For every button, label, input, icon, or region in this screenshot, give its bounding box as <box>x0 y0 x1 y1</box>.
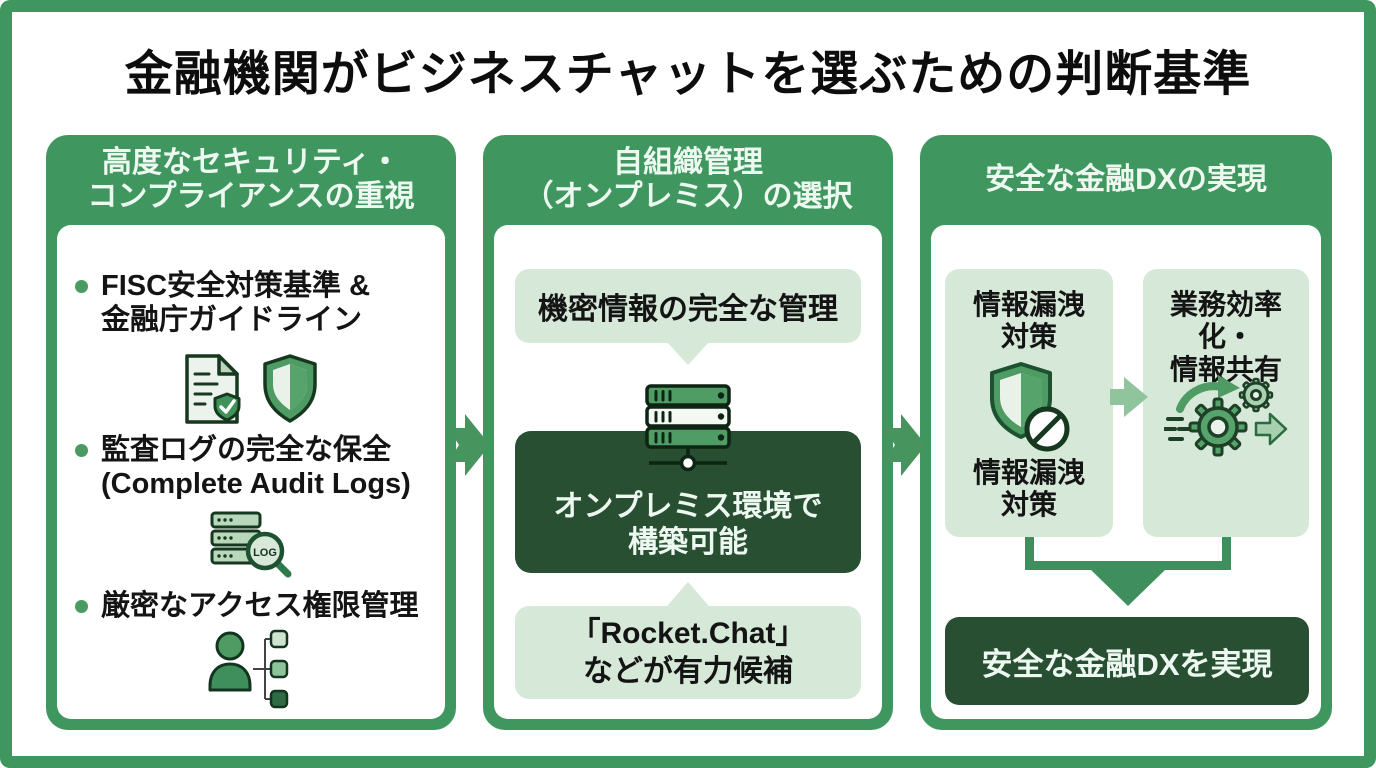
page-title: 金融機関がビジネスチャットを選ぶための判断基準 <box>124 48 1252 101</box>
access-icon-row <box>57 629 445 709</box>
audit-log-icon-row: LOG <box>57 511 445 583</box>
document-check-icon <box>185 354 241 424</box>
bullet-line: (Complete Audit Logs) <box>101 468 411 501</box>
bullet-line: 厳密なアクセス権限管理 <box>101 590 419 622</box>
canvas: 金融機関がビジネスチャットを選ぶための判断基準 高度なセキュリティ・ コンプライ… <box>12 12 1364 756</box>
speech-tail-down <box>667 342 709 365</box>
connector-line <box>1222 537 1231 570</box>
bullet-line: 監査ログの完全な保全 <box>101 434 392 466</box>
bubble-line: 「Rocket.Chat」 <box>570 617 806 650</box>
column-secure-dx: 安全な金融DXの実現 情報漏洩 対策 情 <box>920 135 1332 730</box>
header-line: 高度なセキュリティ・ <box>101 145 401 179</box>
column-onpremise: 自組織管理 （オンプレミス）の選択 機密情報の完全な管理 <box>483 135 893 730</box>
column-flow-arrow-icon <box>448 414 490 476</box>
bullet-dot-icon <box>75 600 88 613</box>
onpremise-server-icon <box>645 384 731 472</box>
speech-tail-up <box>667 582 709 606</box>
card-flow-arrow-icon <box>1110 377 1148 417</box>
card-title-line: 対策 <box>1000 321 1057 353</box>
column-onpremise-header: 自組織管理 （オンプレミス）の選択 <box>483 135 893 225</box>
audit-log-search-icon: LOG <box>210 511 292 578</box>
column-security-compliance: 高度なセキュリティ・ コンプライアンスの重視 FISC安全対策基準 & 金融庁ガ… <box>46 135 456 730</box>
rocketchat-bubble: 「Rocket.Chat」 などが有力候補 <box>515 606 861 699</box>
column-security-header: 高度なセキュリティ・ コンプライアンスの重視 <box>46 135 456 225</box>
dark-box-line: オンプレミス環境で <box>553 490 823 524</box>
bubble-text: 機密情報の完全な管理 <box>538 293 838 326</box>
leak-prevention-card: 情報漏洩 対策 情報漏洩 対策 <box>945 269 1113 537</box>
bullet-dot-icon <box>75 444 88 457</box>
efficiency-gears-icon <box>1164 375 1288 457</box>
header-line: 自組織管理 <box>613 145 763 179</box>
down-arrow-icon <box>1091 570 1165 606</box>
bubble-line: などが有力候補 <box>583 654 793 688</box>
efficiency-card: 業務効率化・ 情報共有 <box>1143 269 1309 537</box>
connector-line <box>1025 561 1231 570</box>
card-caption-line: 対策 <box>1000 489 1057 521</box>
header-line: （オンプレミス）の選択 <box>523 180 853 213</box>
leak-card-title: 情報漏洩 対策 <box>945 289 1113 354</box>
dark-box-line: 構築可能 <box>628 525 748 559</box>
header-line: コンプライアンスの重視 <box>87 180 415 213</box>
bullet-line: 金融庁ガイドライン <box>101 304 363 337</box>
result-text: 安全な金融DXを実現 <box>981 646 1273 682</box>
confidential-info-bubble: 機密情報の完全な管理 <box>515 269 861 343</box>
secure-dx-result-box: 安全な金融DXを実現 <box>945 617 1309 705</box>
card-title-line: 情報漏洩 <box>972 289 1085 320</box>
column-security-body: FISC安全対策基準 & 金融庁ガイドライン <box>57 225 445 719</box>
bullet-line: FISC安全対策基準 & <box>101 270 371 302</box>
bullet-fisc-text: FISC安全対策基準 & 金融庁ガイドライン <box>101 269 370 337</box>
onpremise-capability-box: オンプレミス環境で 構築可能 <box>515 431 861 573</box>
bullet-audit-logs: 監査ログの完全な保全 (Complete Audit Logs) <box>75 433 441 501</box>
bullet-access-control: 厳密なアクセス権限管理 <box>75 589 441 623</box>
bullet-access-text: 厳密なアクセス権限管理 <box>101 589 419 623</box>
access-permission-icon <box>208 629 289 709</box>
header-line: 安全な金融DXの実現 <box>985 162 1267 196</box>
leak-card-caption: 情報漏洩 対策 <box>945 457 1113 522</box>
connector-line <box>1025 537 1034 570</box>
card-title-line: 業務効率化・ <box>1169 289 1282 353</box>
column-flow-arrow-icon <box>884 414 926 476</box>
column-secure-dx-header: 安全な金融DXの実現 <box>920 135 1332 225</box>
compliance-icons-row <box>57 353 445 425</box>
column-onpremise-body: 機密情報の完全な管理 <box>494 225 882 719</box>
bullet-dot-icon <box>75 280 88 293</box>
shield-ban-icon <box>990 362 1070 452</box>
card-caption-line: 情報漏洩 <box>972 457 1085 488</box>
column-secure-dx-body: 情報漏洩 対策 情報漏洩 対策 <box>931 225 1321 719</box>
bullet-audit-text: 監査ログの完全な保全 (Complete Audit Logs) <box>101 433 411 501</box>
log-badge-label: LOG <box>253 547 277 559</box>
shield-icon <box>263 354 317 423</box>
bullet-fisc: FISC安全対策基準 & 金融庁ガイドライン <box>75 269 441 337</box>
